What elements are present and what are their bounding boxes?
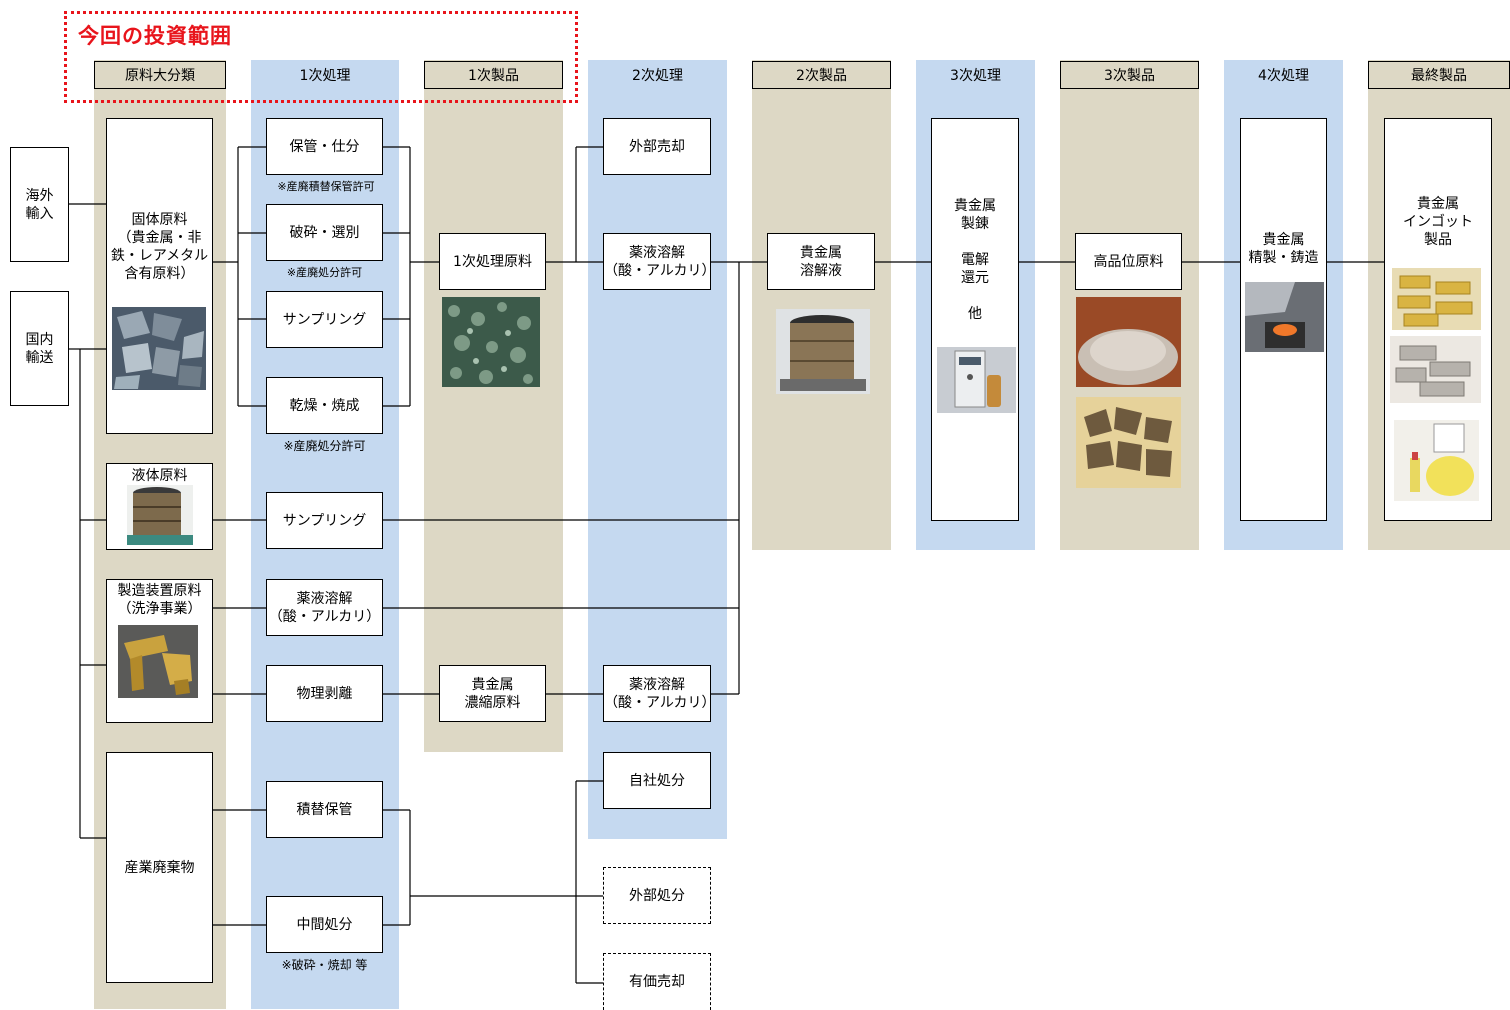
liquid-product-photo	[1394, 420, 1479, 501]
gold-ingot-photo	[1392, 268, 1481, 330]
p2-external-sale: 外部売却	[603, 118, 711, 175]
raw-solid-label: 固体原料 （貴金属・非 鉄・レアメタル 含有原料）	[110, 212, 209, 282]
liquid-material-photo	[127, 485, 193, 545]
prod1-pm-concentrate: 貴金属 濃縮原料	[439, 665, 546, 722]
final-ingot-label: 貴金属 インゴット 製品	[1403, 196, 1473, 248]
p1-chemical-dissolution: 薬液溶解 （酸・アルカリ）	[266, 579, 383, 636]
p1-intermediate-disposal: 中間処分	[266, 896, 383, 953]
header-prod3: 3次製品	[1060, 61, 1199, 89]
column-prod1-bg	[424, 60, 563, 752]
header-final: 最終製品	[1368, 61, 1510, 89]
p1-crush-note: ※産廃処分許可	[286, 266, 363, 279]
prod2-pm-solution: 貴金属 溶解液	[767, 233, 875, 290]
p3-refining-label: 貴金属 製錬 電解 還元 他	[954, 198, 996, 322]
header-prod1: 1次製品	[424, 61, 563, 89]
p1-transfer-storage: 積替保管	[266, 781, 383, 838]
solution-tank-photo	[776, 309, 870, 394]
source-overseas: 海外 輸入	[10, 147, 69, 262]
investment-scope-label: 今回の投資範囲	[78, 24, 232, 48]
processed-material-photo	[442, 297, 540, 387]
prod1-processed-material: 1次処理原料	[439, 233, 546, 290]
casting-photo	[1245, 282, 1324, 352]
raw-liquid-label: 液体原料	[131, 468, 188, 484]
p2-valuable-sale: 有価売却	[603, 953, 711, 1010]
header-p1: 1次処理	[251, 61, 399, 89]
p1-intermediate-note: ※破砕・焼却 等	[281, 958, 368, 972]
header-prod2: 2次製品	[752, 61, 891, 89]
raw-industrial-waste: 産業廃棄物	[106, 752, 213, 983]
header-p4: 4次処理	[1224, 61, 1343, 89]
p2-chemical-dissolution-2: 薬液溶解 （酸・アルカリ）	[603, 665, 715, 722]
p1-sampling: サンプリング	[266, 291, 383, 348]
p4-refine-cast-label: 貴金属 精製・鋳造	[1248, 232, 1319, 266]
header-raw: 原料大分類	[94, 61, 226, 89]
column-prod2-bg	[752, 60, 891, 550]
silver-ingot-photo	[1390, 336, 1481, 403]
high-grade-material-photo-1	[1076, 297, 1181, 387]
p3-refining: 貴金属 製錬 電解 還元 他	[931, 118, 1019, 521]
p1-physical-stripping: 物理剥離	[266, 665, 383, 722]
p1-dry-note: ※産廃処分許可	[283, 439, 366, 453]
source-domestic: 国内 輸送	[10, 291, 69, 406]
p1-storage-note: ※産廃積替保管許可	[277, 180, 375, 193]
high-grade-material-photo-2	[1076, 397, 1181, 488]
p1-liquid-sampling: サンプリング	[266, 492, 383, 549]
solid-material-photo	[112, 307, 206, 390]
header-p2: 2次処理	[588, 61, 727, 89]
refining-equipment-photo	[937, 347, 1016, 413]
p2-chemical-dissolution: 薬液溶解 （酸・アルカリ）	[603, 233, 715, 290]
header-p3: 3次処理	[916, 61, 1035, 89]
p2-own-disposal: 自社処分	[603, 752, 711, 809]
investment-scope-frame	[64, 11, 578, 103]
p1-storage-sorting: 保管・仕分	[266, 118, 383, 175]
p2-external-disposal: 外部処分	[603, 867, 711, 924]
p1-dry-calcine: 乾燥・焼成	[266, 377, 383, 434]
prod3-high-grade-material: 高品位原料	[1075, 233, 1182, 290]
equipment-material-photo	[118, 625, 198, 698]
p1-crush-sort: 破砕・選別	[266, 204, 383, 261]
raw-equipment-label: 製造装置原料 （洗浄事業）	[117, 583, 202, 617]
